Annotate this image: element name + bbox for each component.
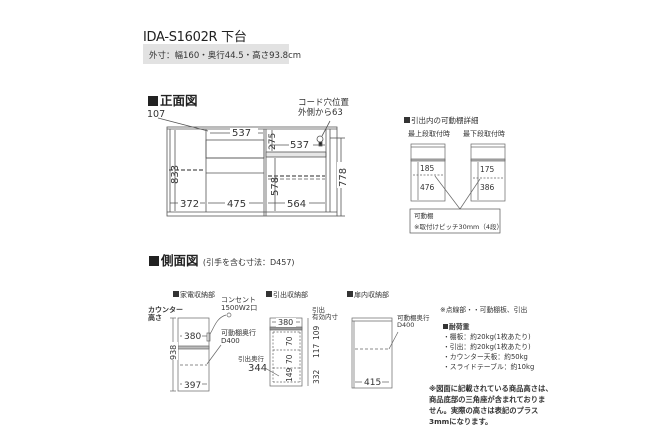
load-item: ・スライドテーブル：約10kg xyxy=(443,362,535,371)
appliance-shelf-depth-label: 可動棚奥行 D400 xyxy=(221,329,256,346)
drawer-inner-h1: 70 xyxy=(285,336,294,346)
drawer-side-h1: 109 xyxy=(312,325,321,340)
square-bullet-icon xyxy=(404,117,410,123)
dim-total-height: 778 xyxy=(338,168,349,187)
drawer-depth-label: 引出奥行 xyxy=(238,355,264,363)
dim-center-bottom-width: 475 xyxy=(227,199,246,210)
shelf-detail-heading: 引出内の可動棚詳細 xyxy=(404,115,479,126)
dim-right-lower-height: 578 xyxy=(270,177,281,196)
load-item: ・引出：約20kg(1枚あたり) xyxy=(443,342,531,351)
dim-left-height: 833 xyxy=(170,165,181,184)
top-lower-dim: 476 xyxy=(420,183,435,192)
drawer-section-drawing: 380 70 70 149 109 117 332 xyxy=(265,317,321,387)
square-bullet-icon xyxy=(443,324,448,329)
square-bullet-icon xyxy=(149,256,159,266)
square-bullet-icon xyxy=(266,291,272,297)
dim-top-offset: 107 xyxy=(147,110,165,120)
bottom-mount-label: 最下段取付時 xyxy=(463,130,505,138)
door-bottom-width: 415 xyxy=(364,378,381,388)
door-section-drawing: 415 xyxy=(351,317,399,389)
bottom-lower-dim: 386 xyxy=(480,183,495,192)
front-view-heading: 正面図 xyxy=(148,90,198,109)
drawer-inner-h3: 149 xyxy=(285,367,294,382)
drawer-section-heading: 引出収納部 xyxy=(266,290,308,300)
square-bullet-icon xyxy=(173,291,179,297)
load-item: ・棚板：約20kg(1枚あたり) xyxy=(443,333,531,341)
dim-right-top-height: 275 xyxy=(268,133,278,150)
drawer-top-width: 380 xyxy=(278,318,293,327)
drawer-inner-h2: 70 xyxy=(285,354,294,364)
load-item: ・カウンター天板：約50kg xyxy=(443,352,528,361)
load-capacity-list: ・棚板：約20kg(1枚あたり) ・引出：約20kg(1枚あたり) ・カウンター… xyxy=(443,333,534,372)
bottom-upper-dim: 175 xyxy=(480,165,495,174)
outlet-label: コンセント 1500W2口 xyxy=(221,296,258,313)
product-title: IDA-S1602R 下台 xyxy=(143,30,247,45)
appliance-bottom-width: 397 xyxy=(184,381,201,391)
door-section-heading: 扉内収納部 xyxy=(347,290,389,300)
dotted-line-note: ※点線部・・可動棚板、引出 xyxy=(440,306,528,314)
drawer-side-h2: 117 xyxy=(312,343,321,358)
height-notice: ※図面に記載されている商品高さは、 商品底部の三角座が含まれておりま せん。実際… xyxy=(429,384,553,426)
shelf-detail-drawing: 185 476 175 386 可動棚 ※取付けピッチ30mm（4段） xyxy=(409,143,506,234)
dim-right-top-width: 537 xyxy=(290,140,309,151)
appliance-top-width: 380 xyxy=(184,332,201,342)
drawer-effective-label: 引出 有効内寸 xyxy=(312,306,338,322)
dim-right-bottom-width: 564 xyxy=(287,199,306,210)
top-mount-label: 最上段取付時 xyxy=(408,130,450,138)
spec-bar xyxy=(143,44,289,64)
drawer-side-h3: 332 xyxy=(312,369,321,384)
load-capacity-heading: 耐荷重 xyxy=(443,323,469,333)
dim-left-bottom-width: 372 xyxy=(180,199,199,210)
counter-height-label: カウンター 高さ xyxy=(148,306,183,323)
square-bullet-icon xyxy=(148,96,158,106)
side-view-heading: 側面図 (引手を含む寸法：D457) xyxy=(149,250,295,269)
outer-dimensions: 外寸：幅160・奥行44.5・高さ93.8cm xyxy=(149,51,302,61)
front-view-drawing: 537 537 107 372 475 564 833 275 578 778 xyxy=(147,110,349,217)
door-shelf-depth-label: 可動棚奥行 D400 xyxy=(397,314,430,330)
callout-pitch: ※取付けピッチ30mm（4段） xyxy=(414,222,503,231)
appliance-height: 938 xyxy=(169,345,178,360)
appliance-section-heading: 家電収納部 xyxy=(173,290,215,300)
top-upper-dim: 185 xyxy=(420,164,435,173)
appliance-section-drawing: 380 397 938 xyxy=(168,312,232,392)
square-bullet-icon xyxy=(347,291,353,297)
callout-movable-shelf: 可動棚 xyxy=(414,211,434,220)
drawer-depth-value: 344 xyxy=(248,363,268,374)
dim-drawer-width: 537 xyxy=(232,128,251,139)
cord-hole-label: コード穴位置 外側から63 xyxy=(298,98,350,118)
